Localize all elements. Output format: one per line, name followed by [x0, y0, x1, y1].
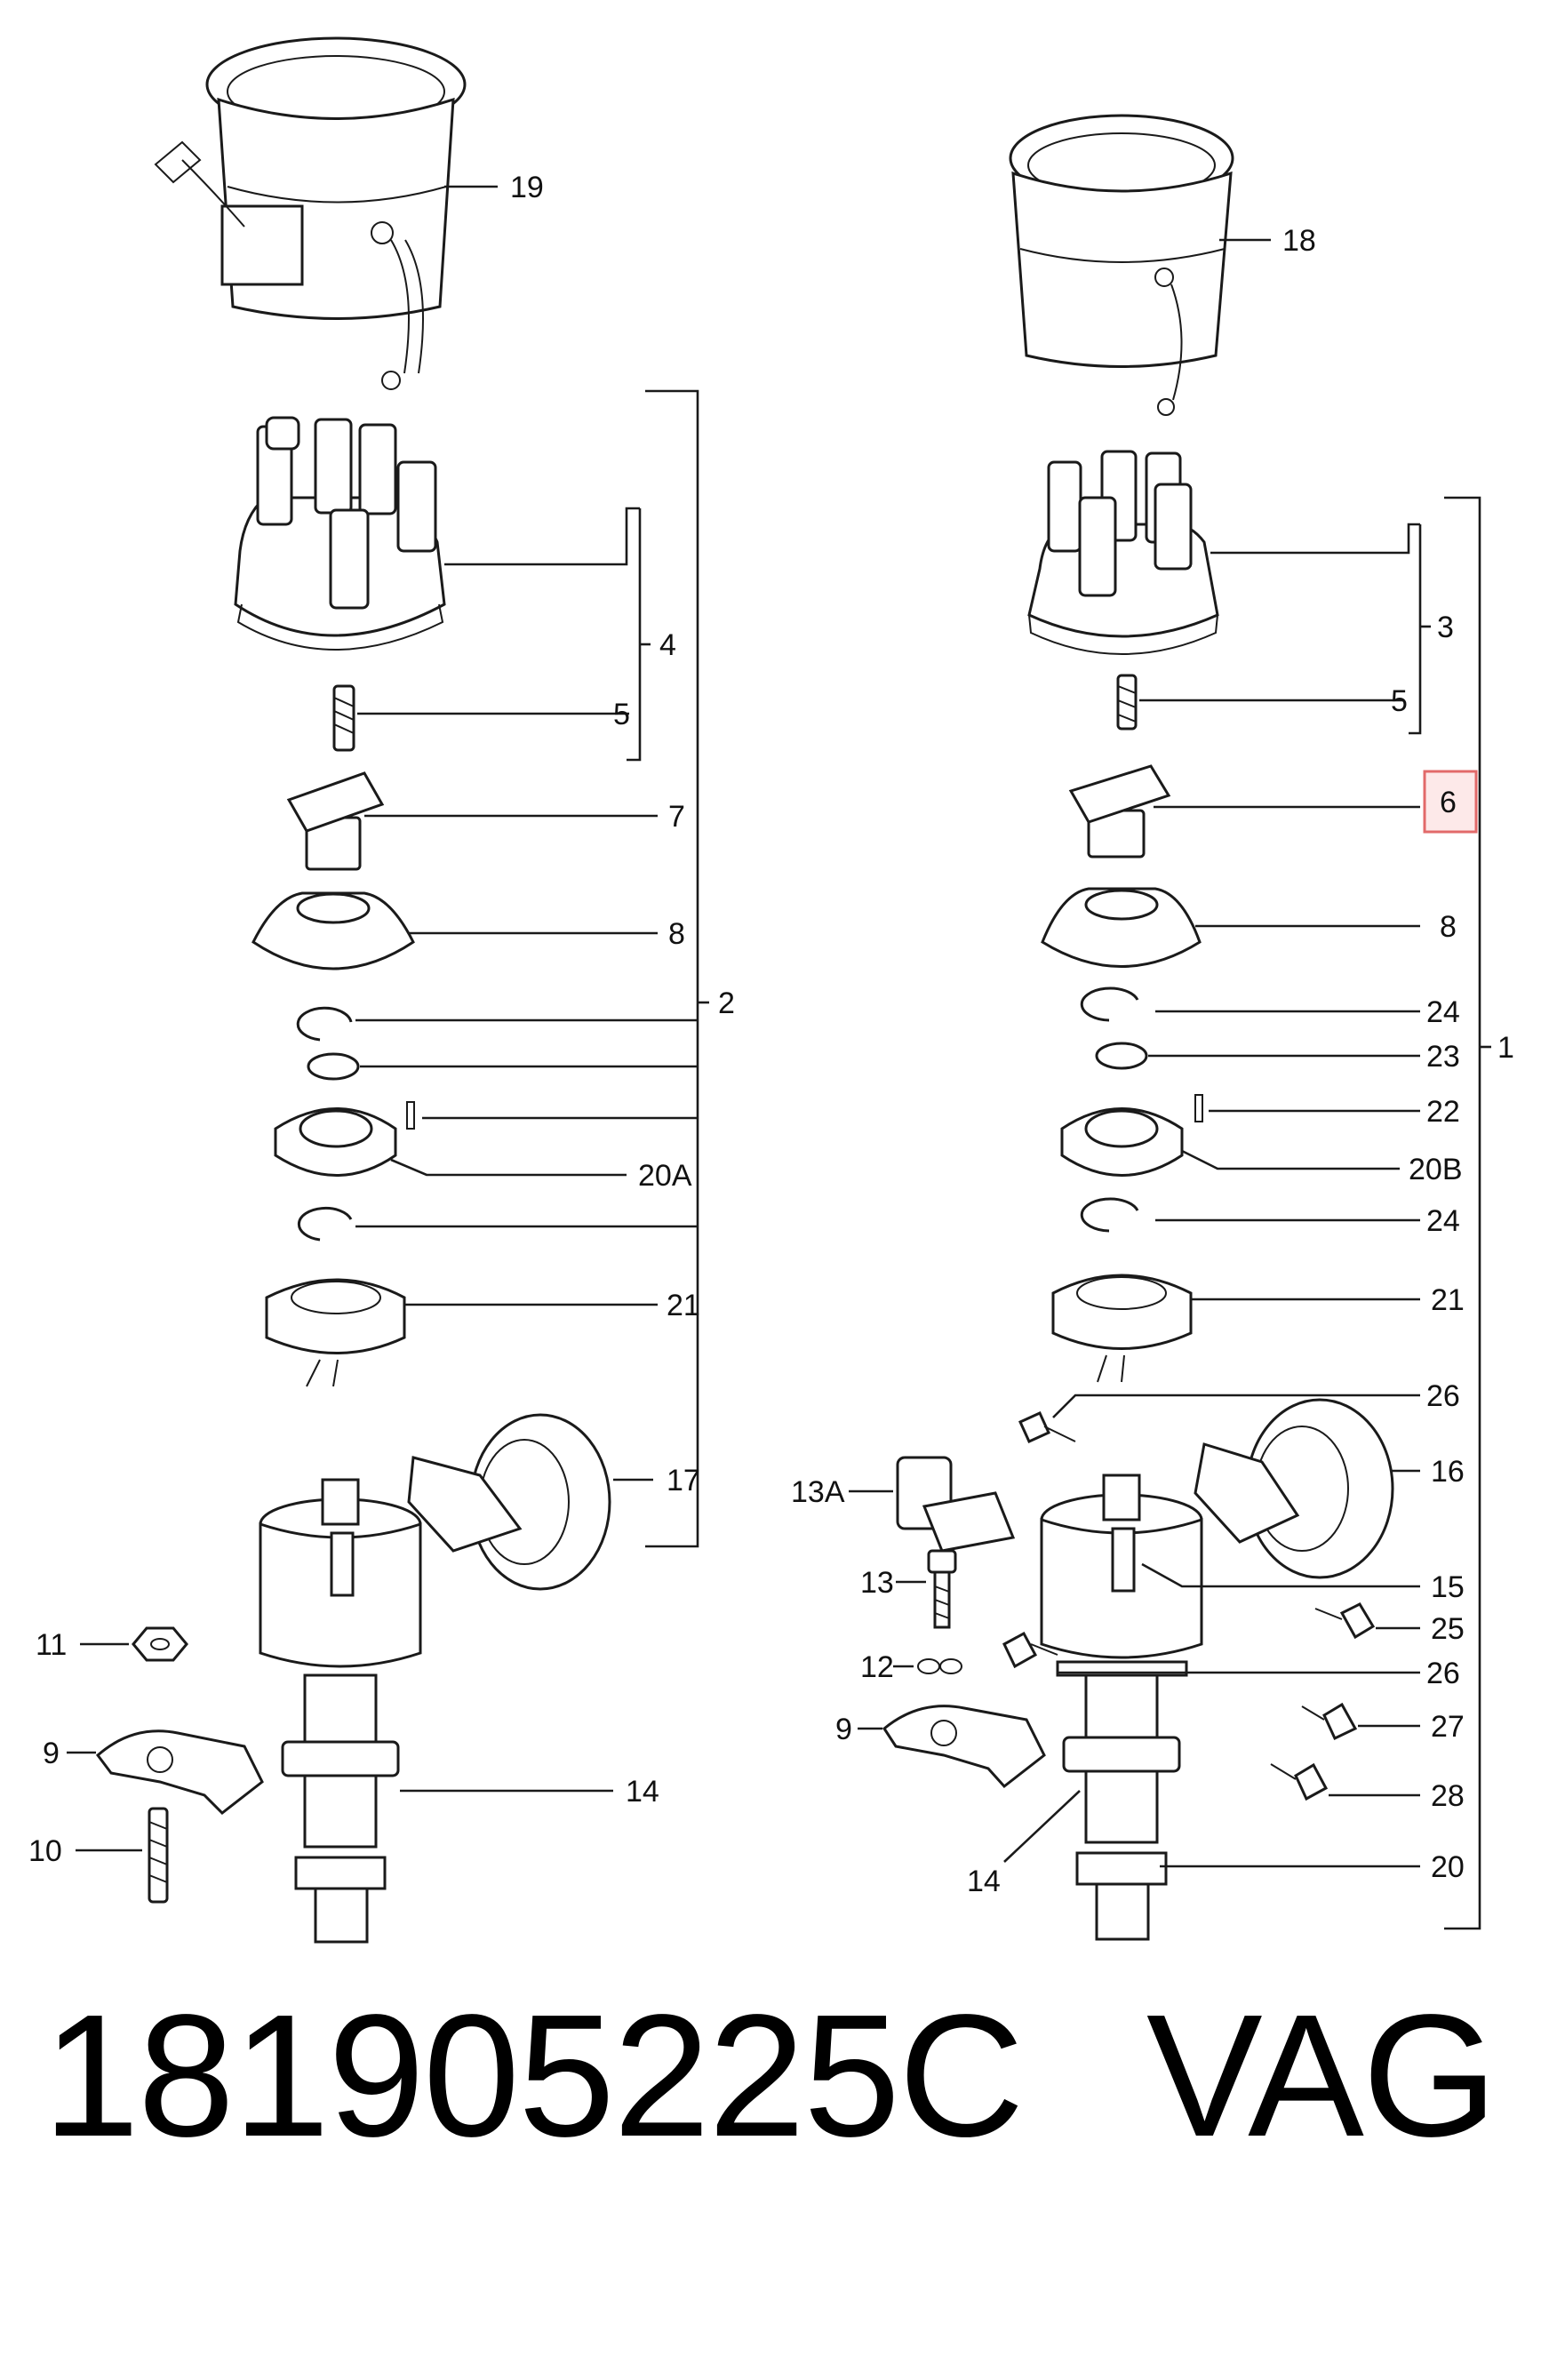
- callout-2: 2: [718, 986, 735, 1020]
- callout-21-right: 21: [1431, 1283, 1465, 1317]
- nut-11: [132, 1626, 188, 1662]
- rotor-6: [1068, 764, 1171, 859]
- callout-27: 27: [1431, 1710, 1465, 1744]
- rotor-7: [286, 771, 385, 871]
- vacuum-unit-17: [407, 1413, 611, 1591]
- callout-25: 25: [1431, 1612, 1465, 1646]
- screw-25: [1314, 1602, 1376, 1640]
- vacuum-unit-16: [1194, 1398, 1394, 1579]
- circlip-left-upper: [296, 1006, 353, 1042]
- dust-cover-8-right: [1041, 887, 1202, 968]
- distributor-housing-right: [1040, 1474, 1203, 1941]
- distributor-cap-4: [234, 416, 446, 651]
- callout-1: 1: [1497, 1031, 1514, 1065]
- callout-10: 10: [28, 1834, 62, 1868]
- spring-5-right: [1116, 674, 1138, 731]
- callout-5-right: 5: [1391, 684, 1408, 718]
- callout-18: 18: [1282, 224, 1316, 258]
- callout-14: 14: [626, 1775, 659, 1809]
- highlight-box-6: [1423, 770, 1478, 834]
- circlip-24-lower: [1080, 1197, 1139, 1233]
- seal-12: [917, 1658, 962, 1674]
- callout-23: 23: [1426, 1040, 1460, 1074]
- screw-26-upper: [1018, 1411, 1076, 1443]
- callout-14-right: 14: [967, 1865, 1001, 1898]
- callout-13A: 13A: [791, 1475, 845, 1509]
- circlip-left-lower: [297, 1206, 353, 1242]
- bolt-13: [927, 1549, 957, 1629]
- callout-19: 19: [510, 171, 544, 204]
- distributor-housing-left: [259, 1478, 422, 1944]
- callout-6: 6: [1440, 786, 1457, 819]
- washer-23: [1095, 1042, 1148, 1070]
- bearing-plate-20B: [1060, 1107, 1184, 1177]
- clamp-9: [95, 1729, 264, 1815]
- callout-28: 28: [1431, 1779, 1465, 1813]
- callout-5: 5: [613, 698, 630, 731]
- left-assembly: 19 4 5 7: [28, 36, 735, 1944]
- brand: VAG: [1146, 1978, 1497, 2173]
- hall-sender-21-right: [1051, 1274, 1193, 1383]
- callout-12: 12: [860, 1650, 894, 1684]
- callout-21: 21: [667, 1289, 700, 1322]
- pin-22: [1194, 1094, 1203, 1122]
- spring-5: [332, 684, 355, 752]
- callout-26-upper: 26: [1426, 1379, 1460, 1413]
- callout-22: 22: [1426, 1095, 1460, 1129]
- callout-20A: 20A: [638, 1159, 692, 1193]
- circlip-24-upper: [1080, 986, 1139, 1022]
- callout-20: 20: [1431, 1850, 1465, 1884]
- callout-26-lower: 26: [1426, 1657, 1460, 1690]
- callout-8: 8: [668, 917, 685, 951]
- shield-18: [1009, 114, 1234, 416]
- callout-17: 17: [667, 1464, 700, 1497]
- callout-24-upper: 24: [1426, 995, 1460, 1029]
- screw-28: [1270, 1762, 1329, 1801]
- hall-sender-21: [265, 1278, 406, 1387]
- callout-9-right: 9: [835, 1713, 852, 1746]
- right-assembly: 18 3 5 6: [791, 114, 1514, 1941]
- callout-7: 7: [668, 800, 685, 834]
- distributor-cap-3: [1027, 450, 1219, 655]
- stud-10: [148, 1807, 169, 1904]
- part-number: 181905225C: [43, 1978, 1025, 2173]
- callout-4: 4: [659, 628, 676, 662]
- dust-cover-8: [252, 891, 415, 970]
- washer-left: [307, 1052, 360, 1081]
- callout-13: 13: [860, 1566, 894, 1600]
- callout-24-lower: 24: [1426, 1204, 1460, 1238]
- plug-13A: [896, 1456, 1016, 1553]
- screw-27: [1301, 1702, 1358, 1741]
- bearing-plate-20A: [274, 1101, 415, 1177]
- callout-3: 3: [1437, 611, 1454, 644]
- callout-16: 16: [1431, 1455, 1465, 1489]
- screw-26-lower: [1002, 1631, 1058, 1669]
- callout-20B: 20B: [1409, 1153, 1463, 1186]
- callout-9: 9: [43, 1737, 60, 1770]
- callout-8-right: 8: [1440, 910, 1457, 944]
- clamp-9-right: [882, 1705, 1046, 1789]
- callout-15: 15: [1431, 1570, 1465, 1604]
- shield-19: [154, 36, 467, 390]
- callout-11: 11: [36, 1628, 67, 1662]
